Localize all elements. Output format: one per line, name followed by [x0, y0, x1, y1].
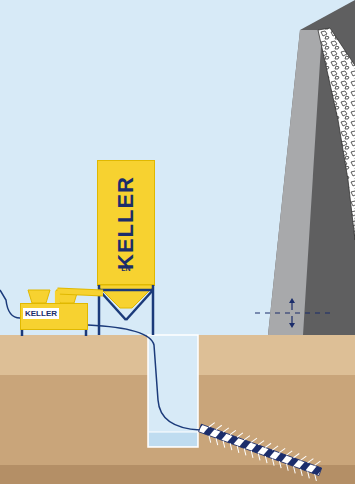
- screw-conveyor: [57, 291, 103, 303]
- grout-pump: KELLER: [20, 303, 88, 330]
- grout-silo: KELLERLN: [97, 160, 155, 285]
- model-label: LN: [98, 265, 154, 272]
- brand-logo-text: KELLER: [23, 308, 59, 319]
- brand-logo-text: KELLER: [113, 176, 139, 270]
